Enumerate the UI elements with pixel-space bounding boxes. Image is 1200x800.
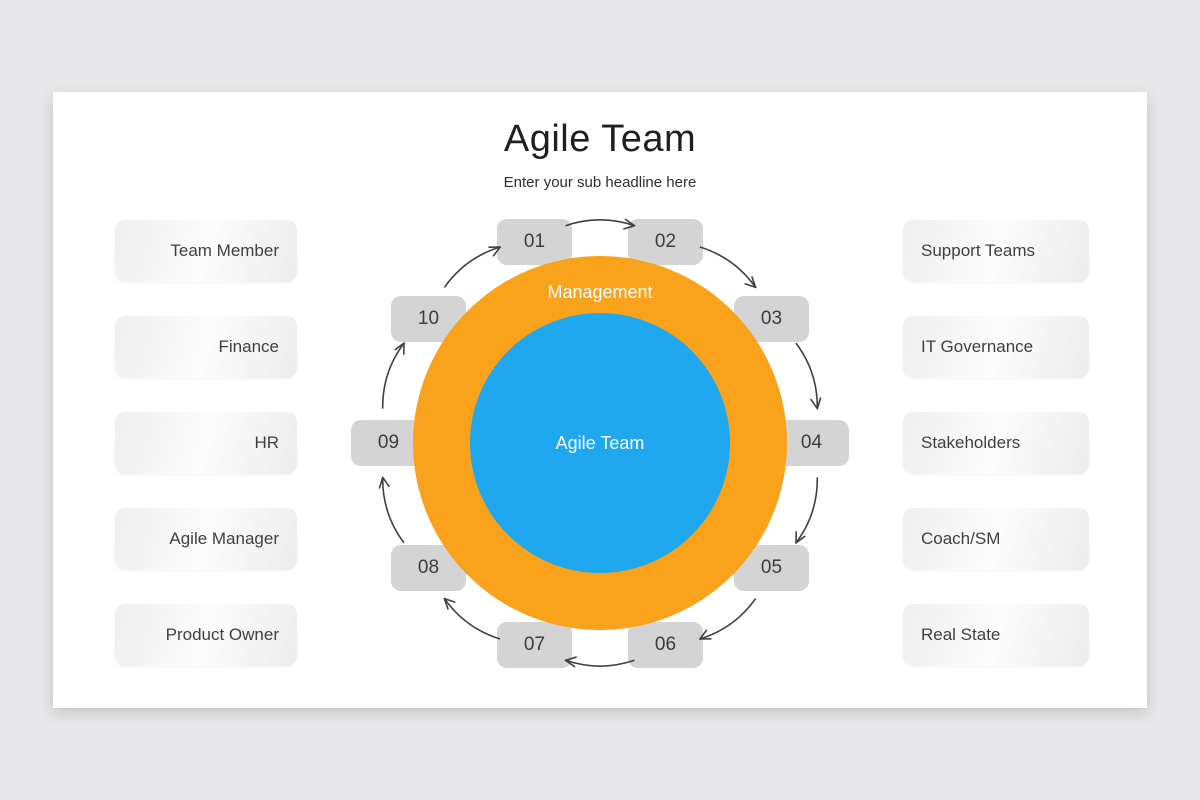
flow-arrow: [795, 477, 819, 544]
label-agile-manager: Agile Manager: [115, 508, 297, 570]
step-box-07: 07: [497, 622, 572, 668]
label-it-governance: IT Governance: [903, 316, 1089, 378]
step-box-06: 06: [628, 622, 703, 668]
label-stakeholders: Stakeholders: [903, 412, 1089, 474]
label-coach-sm: Coach/SM: [903, 508, 1089, 570]
step-box-01: 01: [497, 219, 572, 265]
step-box-05: 05: [734, 545, 809, 591]
flow-arrow: [795, 342, 822, 410]
flow-arrow: [443, 597, 501, 640]
flow-arrow: [564, 656, 635, 668]
flow-arrow: [378, 476, 405, 544]
slide-title: Agile Team: [503, 118, 697, 160]
slide-subtitle: Enter your sub headline here: [503, 174, 697, 191]
management-ring: Management Agile Team: [413, 256, 787, 630]
agile-team-circle-label: Agile Team: [555, 432, 645, 453]
label-real-state: Real State: [903, 604, 1089, 666]
label-team-member: Team Member: [115, 220, 297, 282]
agile-team-circle: Agile Team: [470, 313, 730, 573]
step-box-02: 02: [628, 219, 703, 265]
slide: Agile Team Enter your sub headline here …: [53, 92, 1147, 708]
flow-arrow: [381, 342, 405, 409]
label-finance: Finance: [115, 316, 297, 378]
management-ring-label: Management: [547, 282, 653, 302]
label-support-teams: Support Teams: [903, 220, 1089, 282]
label-hr: HR: [115, 412, 297, 474]
label-product-owner: Product Owner: [115, 604, 297, 666]
flow-arrow: [565, 218, 636, 230]
flow-arrow: [699, 598, 757, 640]
